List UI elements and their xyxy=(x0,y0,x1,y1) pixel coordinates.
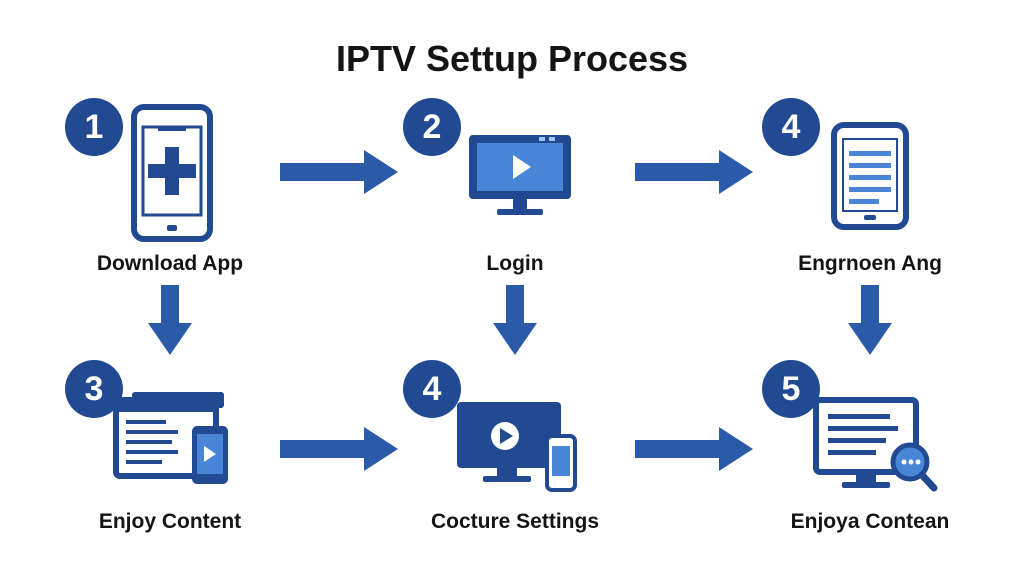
tv-phone-play-icon xyxy=(457,402,577,492)
step-enjoy-content: 3 Enjoy Content xyxy=(40,360,300,580)
tablet-list-icon xyxy=(831,122,909,230)
step-cocture-settings: 4 Cocture Settings xyxy=(385,360,645,580)
step-badge: 4 xyxy=(403,360,461,418)
arrow-down-icon xyxy=(848,285,892,355)
step-label: Enjoy Content xyxy=(98,510,242,533)
step-engrnoen-ang: 4 Engrnoen Ang xyxy=(740,95,1000,315)
step-enjoya-contean: 5 Enjoya Contean xyxy=(740,360,1000,580)
arrow-right-icon xyxy=(635,427,753,471)
step-label: Cocture Settings xyxy=(430,510,600,533)
step-badge: 5 xyxy=(762,360,820,418)
arrow-down-icon xyxy=(493,285,537,355)
monitor-search-icon xyxy=(813,397,938,492)
step-badge: 1 xyxy=(65,98,123,156)
arrow-right-icon xyxy=(280,427,398,471)
step-label: Engrnoen Ang xyxy=(798,252,942,275)
step-label: Enjoya Contean xyxy=(790,510,950,533)
arrow-right-icon xyxy=(635,150,753,194)
monitor-play-icon xyxy=(469,135,571,215)
arrow-down-icon xyxy=(148,285,192,355)
step-label: Login xyxy=(486,252,544,275)
phone-add-icon xyxy=(131,104,213,242)
step-login: 2 Login xyxy=(385,95,645,315)
step-download-app: 1 Download App xyxy=(40,95,300,315)
arrow-right-icon xyxy=(280,150,398,194)
step-label: Download App xyxy=(96,252,244,275)
step-badge: 2 xyxy=(403,98,461,156)
diagram-title: IPTV Settup Process xyxy=(335,38,689,79)
browser-phone-icon xyxy=(113,392,228,484)
step-badge: 4 xyxy=(762,98,820,156)
